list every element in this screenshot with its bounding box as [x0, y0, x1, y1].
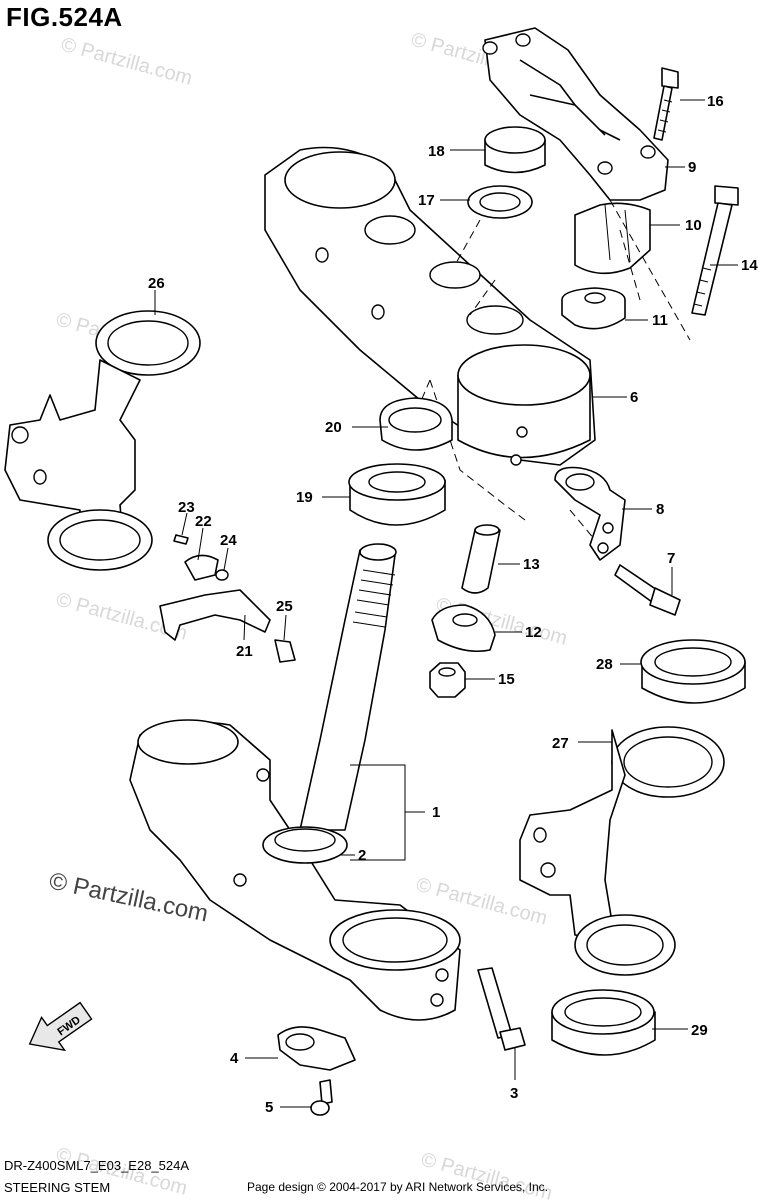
part-1-steering-stem: [129, 543, 461, 1021]
callout-16: 16: [707, 93, 724, 110]
callout-11: 11: [652, 312, 668, 329]
part-7-bolt: [614, 564, 681, 616]
callout-18: 18: [428, 143, 445, 160]
callout-28: 28: [596, 656, 613, 673]
callout-8: 8: [656, 501, 664, 518]
callout-14: 14: [741, 257, 758, 274]
callout-23: 23: [178, 499, 195, 516]
part-26-meter-bracket: [4, 310, 201, 571]
parts-21-25-switch: [159, 534, 296, 663]
part-17-washer: [467, 185, 533, 219]
part-28-dust-seal: [640, 639, 746, 704]
callout-17: 17: [418, 192, 435, 209]
part-27-meter-bracket: [519, 726, 725, 976]
callout-10: 10: [685, 217, 702, 234]
leader-lines: [154, 99, 738, 1108]
callout-24: 24: [220, 532, 237, 549]
part-3-bolt: [477, 967, 526, 1051]
part-12-cap: [431, 604, 496, 653]
part-5-screw: [310, 1079, 333, 1116]
callout-6: 6: [630, 389, 638, 406]
part-29-dust-seal: [551, 989, 656, 1056]
callout-1: 1: [432, 804, 440, 821]
copyright-notice: Page design © 2004-2017 by ARI Network S…: [247, 1180, 549, 1194]
callout-7: 7: [667, 550, 675, 567]
part-9-top-clamp: [482, 27, 669, 201]
callout-25: 25: [276, 598, 293, 615]
part-11-rubber: [561, 287, 626, 330]
watermark-large: © Partzilla.com: [47, 867, 211, 927]
callout-labels: 1 2 3 4 5 6 7 8 9 10 14 11 12 13 15 16 1…: [148, 93, 758, 1116]
part-16-bolt: [653, 67, 679, 141]
callout-4: 4: [230, 1050, 239, 1067]
part-4-clamp: [277, 1026, 356, 1071]
part-15-nut: [429, 662, 466, 698]
part-20-lock-nut: [379, 397, 453, 451]
callout-21: 21: [236, 643, 253, 660]
part-19-bearing: [348, 463, 446, 526]
callout-5: 5: [265, 1099, 273, 1116]
diagram-caption: STEERING STEM: [4, 1180, 111, 1195]
part-10-spacer: [574, 202, 651, 275]
callout-19: 19: [296, 489, 313, 506]
callout-9: 9: [688, 159, 696, 176]
part-13-collar: [461, 524, 501, 594]
callout-12: 12: [525, 624, 542, 641]
callout-2: 2: [358, 847, 366, 864]
callout-29: 29: [691, 1022, 708, 1039]
callout-22: 22: [195, 513, 212, 530]
callout-15: 15: [498, 671, 515, 688]
watermark: © Partzilla.com: [59, 34, 195, 90]
callout-20: 20: [325, 419, 342, 436]
model-code: DR-Z400SML7_E03_E28_524A: [4, 1158, 190, 1173]
part-14-long-bolt: [691, 185, 739, 316]
fwd-arrow: FWD: [28, 1001, 93, 1052]
figure-title: FIG.524A: [6, 2, 123, 32]
alignment-lines: [399, 199, 691, 541]
callout-27: 27: [552, 735, 569, 752]
callout-3: 3: [510, 1085, 518, 1102]
callout-26: 26: [148, 275, 165, 292]
part-18-cap: [484, 126, 546, 174]
callout-13: 13: [523, 556, 540, 573]
part-8-bracket: [554, 466, 626, 561]
